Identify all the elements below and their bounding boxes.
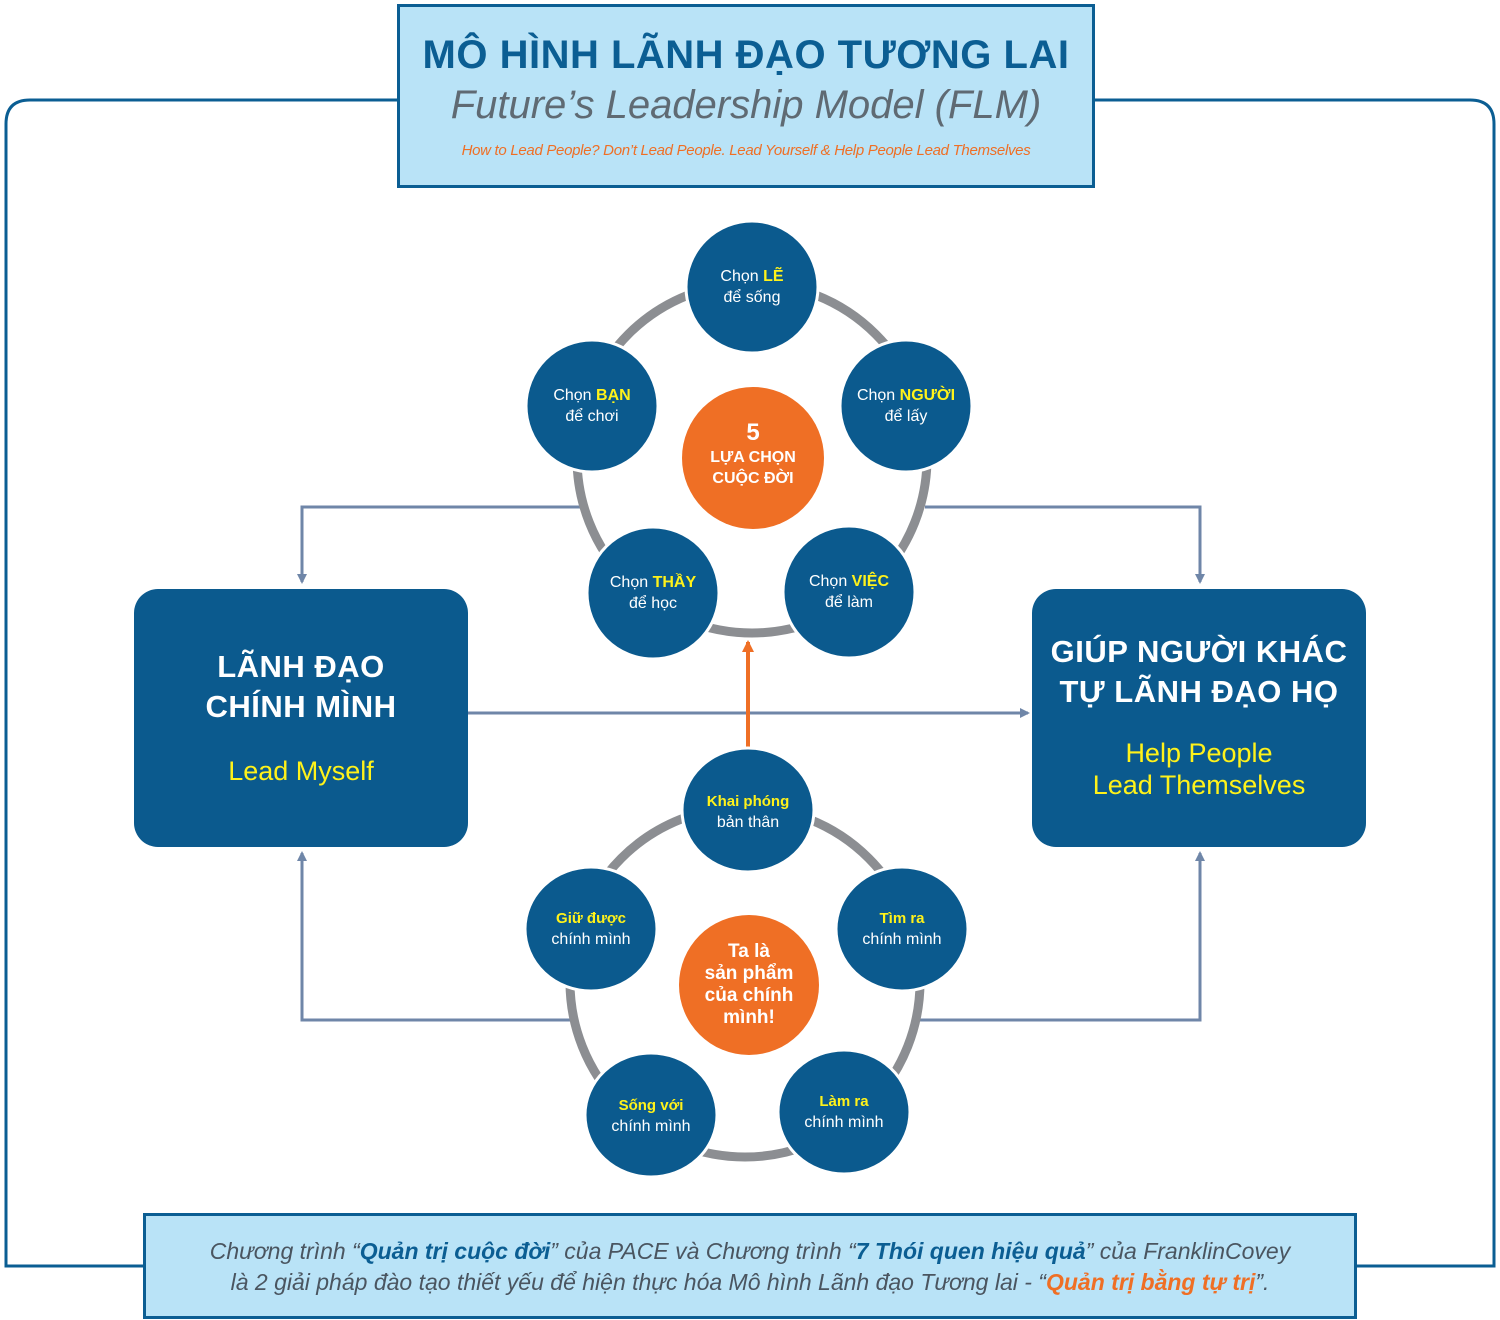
footer-line-1: Chương trình “Quản trị cuộc đời” của PAC… xyxy=(209,1238,1291,1264)
bottom-label-lam-ra: Làm ra chính mình xyxy=(804,1093,884,1131)
top-node-thay xyxy=(585,525,721,661)
connector-bottom-right xyxy=(920,851,1205,1022)
bottom-label-khai-phong: Khai phóng bản thân xyxy=(706,793,790,831)
help-people-english-1: Help People xyxy=(1125,738,1273,768)
page-tagline: How to Lead People? Don’t Lead People. L… xyxy=(461,142,1031,159)
connector-top-right xyxy=(925,505,1205,584)
header-box: MÔ HÌNH LÃNH ĐẠO TƯƠNG LAI Future’s Lead… xyxy=(397,4,1095,188)
footer-box: Chương trình “Quản trị cuộc đời” của PAC… xyxy=(143,1213,1357,1319)
top-label-viec: Chọn VIỆC để làm xyxy=(808,573,890,611)
page-subtitle: Future’s Leadership Model (FLM) xyxy=(450,83,1042,127)
outer-frame-line xyxy=(4,98,1496,1268)
connector-bottom-left xyxy=(297,851,578,1022)
top-center-circle xyxy=(682,387,824,529)
help-people-english-2: Lead Themselves xyxy=(1092,770,1306,800)
footer-line-2: là 2 giải pháp đào tạo thiết yếu để hiện… xyxy=(230,1269,1270,1295)
bottom-label-giu-duoc: Giữ được chính mình xyxy=(551,910,631,948)
lead-myself-title-2: CHÍNH MÌNH xyxy=(205,689,397,724)
lead-myself-english: Lead Myself xyxy=(228,756,374,786)
bottom-node-khai-phong xyxy=(680,746,816,874)
help-people-title-2: TỰ LÃNH ĐẠO HỌ xyxy=(1059,674,1339,709)
bottom-node-giu-duoc xyxy=(523,865,659,993)
connector-top-left xyxy=(297,505,580,584)
bottom-center-circle xyxy=(679,915,819,1055)
bottom-node-tim-ra xyxy=(834,865,970,993)
help-people-title-1: GIÚP NGƯỜI KHÁC xyxy=(1050,634,1348,669)
page-title: MÔ HÌNH LÃNH ĐẠO TƯƠNG LAI xyxy=(422,33,1070,77)
top-center-label: 5 LỰA CHỌN CUỘC ĐỜI xyxy=(710,419,796,487)
top-label-le: Chọn LẼ để sống xyxy=(720,268,784,306)
lead-myself-box: LÃNH ĐẠO CHÍNH MÌNH Lead Myself xyxy=(134,589,468,847)
top-node-nguoi xyxy=(838,338,974,474)
top-label-nguoi: Chọn NGƯỜI để lấy xyxy=(856,387,956,425)
top-node-ban xyxy=(524,338,660,474)
bottom-center-label: Ta là sản phẩm của chính mình! xyxy=(704,941,794,1028)
top-node-le xyxy=(684,219,820,355)
top-node-viec xyxy=(781,524,917,660)
top-label-ban: Chọn BẠN để chơi xyxy=(553,387,631,425)
bottom-node-song-voi xyxy=(583,1051,719,1179)
bottom-label-tim-ra: Tìm ra chính mình xyxy=(862,910,942,948)
bottom-label-song-voi: Sống với chính mình xyxy=(611,1097,691,1135)
help-people-box: GIÚP NGƯỜI KHÁC TỰ LÃNH ĐẠO HỌ Help Peop… xyxy=(1032,589,1366,847)
lead-myself-title-1: LÃNH ĐẠO xyxy=(217,649,385,684)
top-label-thay: Chọn THẦY để học xyxy=(609,574,697,612)
bottom-node-lam-ra xyxy=(776,1048,912,1176)
